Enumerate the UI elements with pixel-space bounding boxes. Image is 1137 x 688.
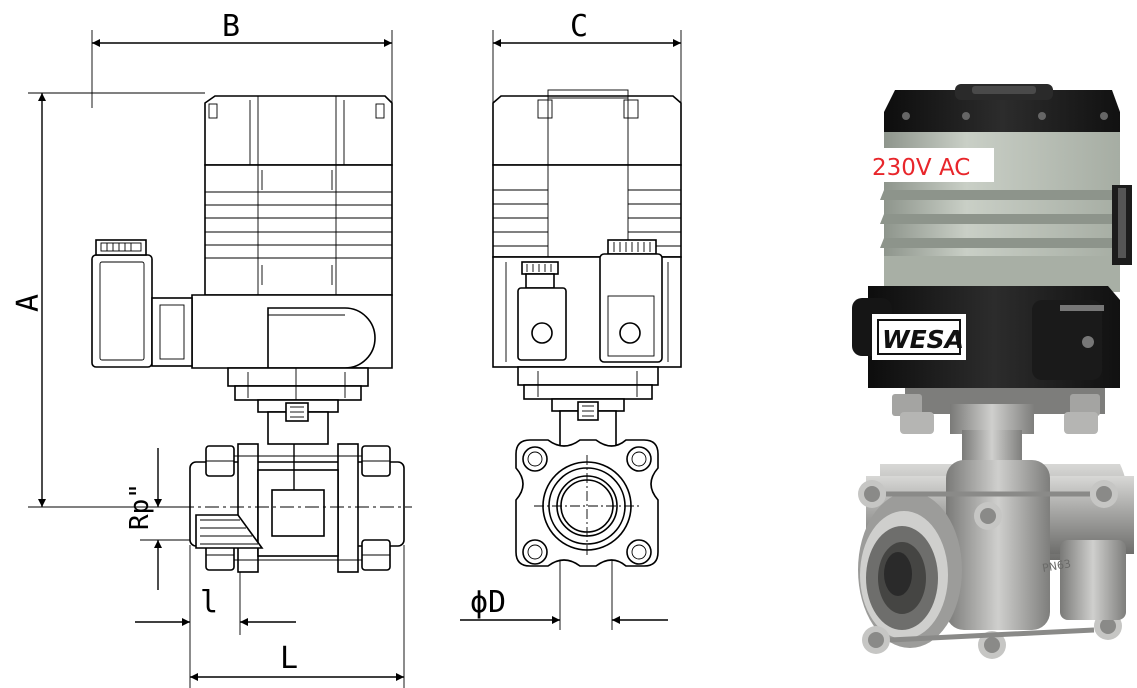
side-view xyxy=(492,89,682,567)
body-marking: PN63 xyxy=(1041,557,1072,575)
dim-label-d: ϕD xyxy=(470,585,506,620)
product-photo: 230V AC WESA xyxy=(852,84,1134,659)
dim-label-l-large: L xyxy=(280,641,298,676)
voltage-label: 230V AC xyxy=(872,155,970,181)
front-view xyxy=(91,95,412,573)
dim-label-c: C xyxy=(570,9,588,44)
dim-label-b: B xyxy=(222,9,240,44)
brand-logo: WESA xyxy=(882,325,964,354)
dim-label-l-small: l xyxy=(200,585,218,620)
dim-label-a: A xyxy=(11,294,46,312)
dimension-lines xyxy=(28,30,682,688)
dim-label-rp: Rp" xyxy=(125,483,155,530)
